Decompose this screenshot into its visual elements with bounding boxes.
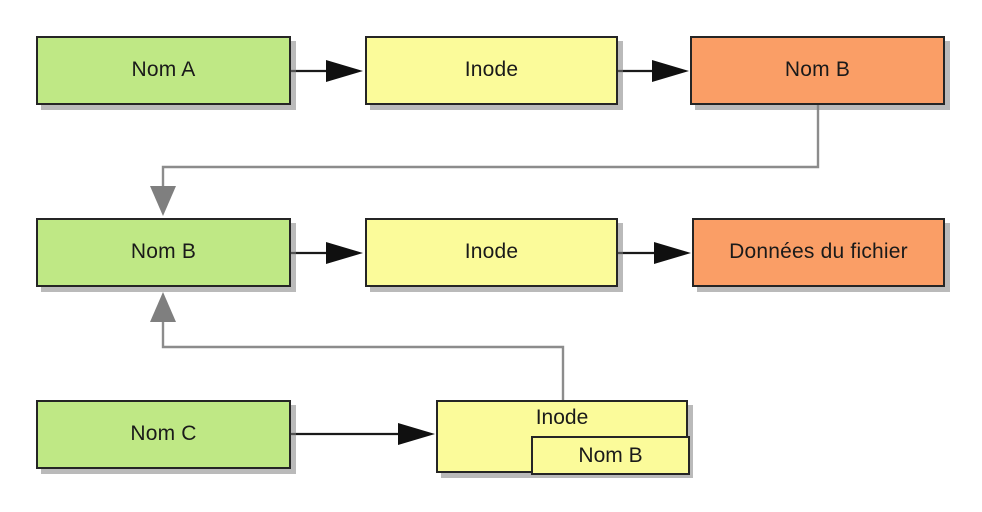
node-nom-a-label: Nom A <box>131 58 196 82</box>
node-nom-b-row1-label: Nom B <box>784 58 851 82</box>
node-nom-a[interactable]: Nom A <box>36 36 291 105</box>
node-inode-composite[interactable]: Inode Nom B <box>436 400 690 475</box>
node-donnees-du-fichier-label: Données du fichier <box>729 240 908 264</box>
node-inode-row2-label: Inode <box>464 240 519 264</box>
node-inode-composite-title: Inode <box>535 406 589 429</box>
node-inode-composite-inner-nom-b[interactable]: Nom B <box>531 436 690 475</box>
node-nom-b-row2-label: Nom B <box>130 240 197 264</box>
node-nom-c-label: Nom C <box>130 422 197 446</box>
node-inode-row1[interactable]: Inode <box>365 36 618 105</box>
node-inode-composite-inner-label: Nom B <box>578 443 643 467</box>
edge-nom-c-to-inode-composite <box>291 423 435 445</box>
node-inode-row1-label: Inode <box>464 58 519 82</box>
edge-nom-a-to-inode <box>291 60 363 82</box>
node-inode-row2[interactable]: Inode <box>365 218 618 287</box>
node-nom-b-row1[interactable]: Nom B <box>690 36 945 105</box>
edge-orange-nom-b-to-green-nom-b <box>150 105 820 216</box>
node-nom-b-row2[interactable]: Nom B <box>36 218 291 287</box>
node-nom-c[interactable]: Nom C <box>36 400 291 469</box>
edge-nom-b-to-inode <box>291 242 363 264</box>
edge-inode-to-nom-b <box>618 60 689 82</box>
node-donnees-du-fichier[interactable]: Données du fichier <box>692 218 945 287</box>
edge-inode-composite-to-green-nom-b <box>150 292 565 400</box>
edge-inode-to-donnees <box>618 242 691 264</box>
